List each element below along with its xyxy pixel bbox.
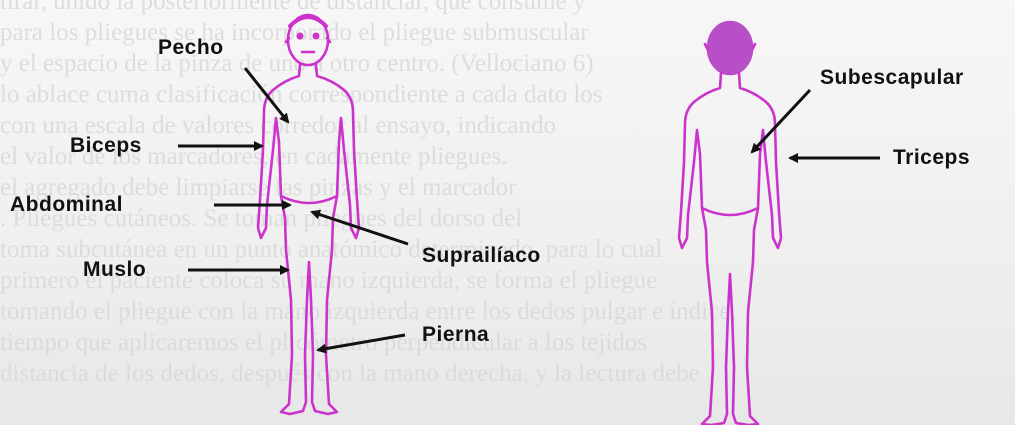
suprailiaco-arrow [312, 212, 408, 244]
back-body-outline [679, 73, 781, 425]
front-eye [314, 34, 318, 38]
back-figure [679, 22, 781, 425]
abdominal-label: Abdominal [10, 193, 123, 217]
front-figure [258, 15, 359, 414]
suprailiaco-label: Suprailíaco [422, 244, 541, 268]
front-hair [290, 17, 326, 26]
back-head [708, 22, 752, 74]
biceps-label: Biceps [70, 134, 142, 158]
front-body-outline [258, 65, 359, 414]
subescapular-label: Subescapular [820, 66, 964, 90]
pierna-label: Pierna [422, 323, 489, 347]
front-eye [298, 34, 302, 38]
back-waist-line [702, 208, 758, 215]
muslo-label: Muslo [83, 258, 146, 282]
front-waist-line [281, 196, 337, 203]
triceps-label: Triceps [893, 146, 970, 170]
front-ears [286, 38, 330, 42]
pecho-label: Pecho [158, 36, 224, 60]
pecho-arrow [245, 68, 288, 122]
pierna-arrow [318, 335, 405, 350]
